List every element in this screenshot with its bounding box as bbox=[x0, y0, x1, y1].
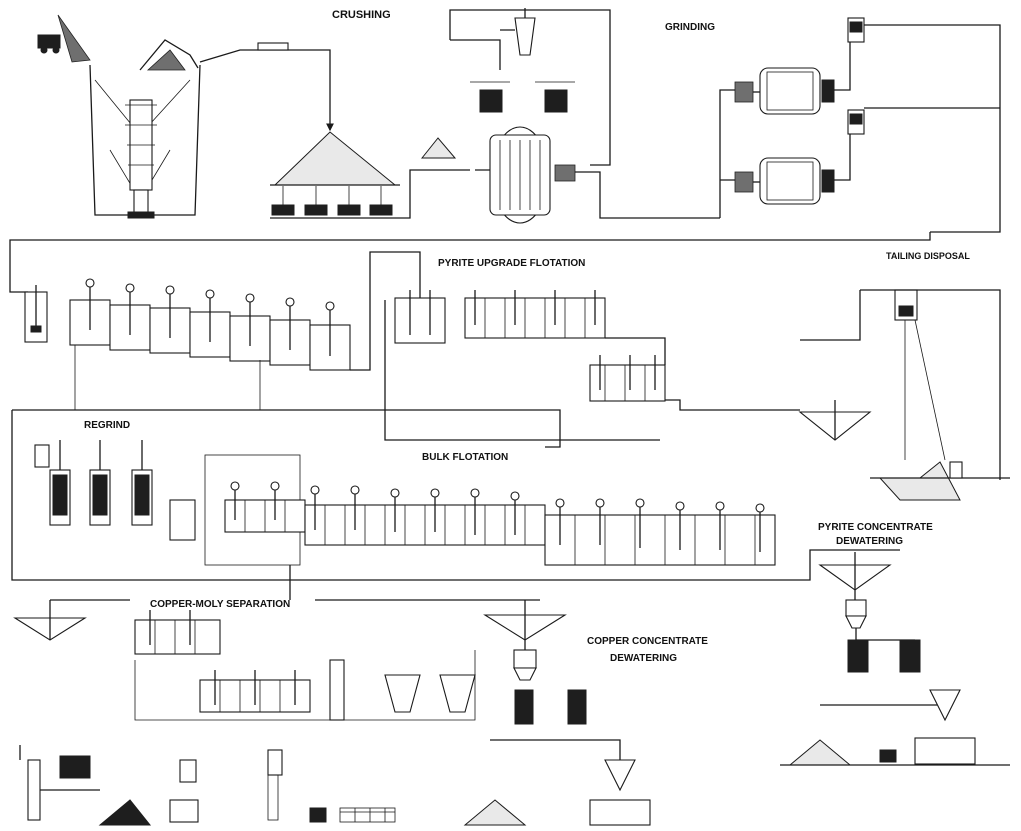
pyrite-filter-presses bbox=[847, 639, 921, 673]
ball-mill-1-icon bbox=[734, 67, 835, 115]
pyrite-conditioning-tank-icon bbox=[394, 297, 446, 344]
cleaner-conditioning-tank-icon bbox=[169, 499, 196, 541]
pyrite-loadout-bin-icon bbox=[914, 737, 976, 765]
primary-crusher-icon bbox=[89, 64, 201, 219]
moly-rougher-cells bbox=[134, 610, 221, 655]
section-title-regrind: REGRIND bbox=[84, 420, 130, 431]
section-subtitle-pyrite-dewatering: DEWATERING bbox=[836, 536, 903, 547]
tailing-disposal-area: TAILING DISPOSAL bbox=[798, 251, 1010, 501]
moly-cleaner-column-2-icon bbox=[439, 674, 476, 713]
section-title-pyrite-upgrade: PYRITE UPGRADE FLOTATION bbox=[438, 258, 585, 269]
section-title-crushing: CRUSHING bbox=[332, 9, 391, 21]
copper-filter-presses bbox=[514, 689, 587, 725]
sag-mill-icon bbox=[489, 126, 576, 224]
dump-truck-icon bbox=[37, 14, 91, 63]
moly-concentrate-area bbox=[19, 745, 396, 826]
pyrite-dewatering-area: PYRITE CONCENTRATE DEWATERING bbox=[780, 522, 1010, 766]
section-subtitle-copper-dewatering: DEWATERING bbox=[610, 653, 677, 664]
apron-feeders bbox=[271, 186, 393, 216]
pyrite-upgrade-area: PYRITE UPGRADE FLOTATION bbox=[384, 258, 800, 441]
section-title-copper-moly: COPPER-MOLY SEPARATION bbox=[150, 599, 290, 610]
regrind-area: REGRIND bbox=[11, 409, 900, 581]
copper-dewatering-area: COPPER CONCENTRATE DEWATERING bbox=[315, 599, 708, 826]
section-title-grinding: GRINDING bbox=[665, 22, 715, 33]
conveyor-belt-icon bbox=[257, 42, 289, 51]
moly-cleaner-cells bbox=[199, 670, 311, 713]
grinding-area: GRINDING bbox=[420, 8, 1001, 233]
moly-dryer-icon bbox=[59, 755, 91, 779]
moly-concentrate-bin-icon bbox=[179, 759, 197, 783]
ball-mill-2-icon bbox=[734, 157, 835, 205]
section-title-pyrite-concentrate: PYRITE CONCENTRATE bbox=[818, 522, 933, 533]
rougher-flotation-cells bbox=[69, 278, 351, 371]
pyrite-rougher-cells bbox=[464, 290, 606, 339]
bulk-cleaner-cells bbox=[224, 481, 776, 566]
tailing-dam-icon bbox=[878, 461, 961, 501]
rougher-flotation-area bbox=[24, 251, 421, 410]
crushing-area: CRUSHING bbox=[37, 9, 470, 219]
coarse-ore-stockpile-icon bbox=[273, 131, 397, 186]
moly-loadout-icon bbox=[339, 807, 396, 823]
moly-cleaner-column-1-icon bbox=[384, 674, 421, 713]
section-title-copper-concentrate: COPPER CONCENTRATE bbox=[587, 636, 708, 647]
regrind-cyclone-icon bbox=[34, 444, 50, 468]
rock-breaker-icon bbox=[139, 39, 199, 71]
pebble-pile-icon bbox=[420, 137, 457, 159]
bulk-flotation-area: BULK FLOTATION bbox=[204, 452, 776, 600]
moly-column-cell-icon bbox=[329, 659, 345, 721]
copper-loadout-bin-icon bbox=[589, 799, 651, 826]
section-title-bulk-flotation: BULK FLOTATION bbox=[422, 452, 508, 463]
cyclone-cluster-icon bbox=[847, 17, 865, 135]
pebble-crusher-icon bbox=[479, 89, 503, 113]
copper-moly-separation-area: COPPER-MOLY SEPARATION bbox=[13, 599, 476, 721]
pyrite-cleaner-cells bbox=[589, 355, 666, 402]
copper-stockpile-icon bbox=[463, 799, 527, 826]
regrind-mills bbox=[49, 440, 153, 526]
moly-stockpile-icon bbox=[98, 799, 152, 826]
moly-filter-icon bbox=[27, 759, 41, 821]
pyrite-stockpile-icon bbox=[788, 739, 852, 766]
section-title-tailing-disposal: TAILING DISPOSAL bbox=[886, 251, 970, 261]
